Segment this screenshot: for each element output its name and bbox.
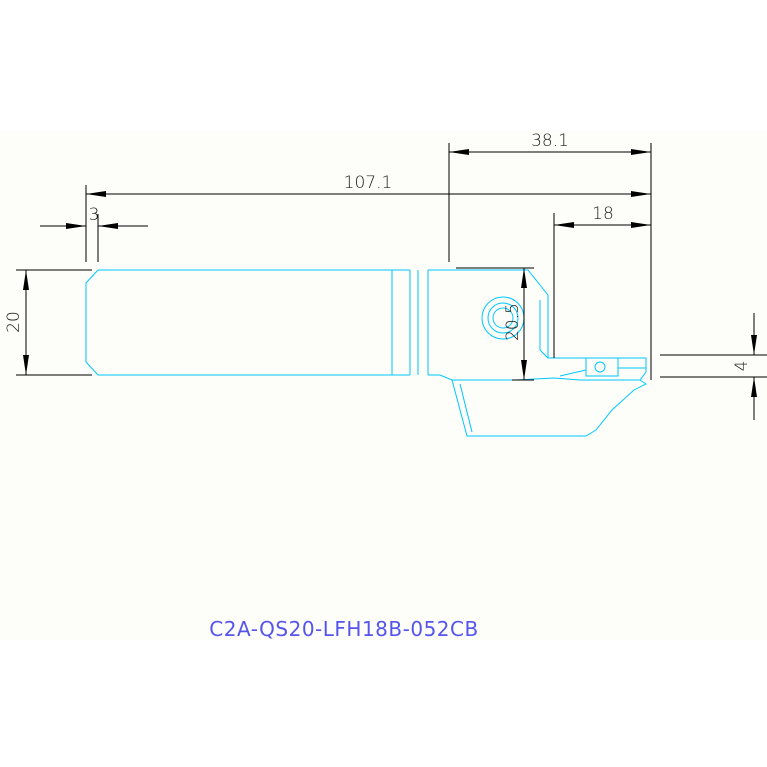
shank-outline	[85, 269, 410, 376]
tool-outline	[85, 269, 647, 437]
support-outline	[451, 379, 647, 437]
arrow-head	[449, 149, 469, 155]
arrow-head	[631, 222, 651, 228]
dim-head-length: 38.1	[531, 131, 569, 151]
drawing-canvas	[0, 130, 767, 640]
arrow-head	[631, 191, 651, 197]
arrow-head	[521, 268, 527, 288]
arrow-head	[631, 149, 651, 155]
arrow-head	[23, 355, 29, 375]
dimensions: 38.1 107.1 18 3	[4, 131, 767, 420]
clamp-screw-inner	[487, 302, 519, 334]
dim-chamfer: 3	[89, 205, 100, 225]
dim-overall-length: 107.1	[344, 173, 393, 193]
arrow-head	[98, 223, 118, 229]
arrow-head	[521, 360, 527, 380]
dim-shank-height: 20	[4, 311, 24, 333]
dim-head-height: 20.5	[503, 303, 523, 341]
dim-insert-width: 4	[732, 361, 752, 372]
arrow-head	[66, 223, 86, 229]
arrow-head	[23, 270, 29, 290]
part-number-label: C2A-QS20-LFH18B-052CB	[209, 617, 478, 641]
arrow-head	[554, 222, 574, 228]
clamp-screw-core	[492, 307, 514, 329]
arrow-head	[86, 191, 106, 197]
arrow-head	[751, 335, 757, 355]
dim-max-depth: 18	[592, 204, 614, 224]
head-outline	[428, 269, 647, 381]
arrow-head	[751, 377, 757, 397]
insert-screw	[594, 361, 606, 373]
head-inner	[539, 300, 549, 359]
support-inner	[459, 383, 473, 433]
insert-outline	[585, 357, 619, 377]
insert-edge	[559, 367, 646, 377]
